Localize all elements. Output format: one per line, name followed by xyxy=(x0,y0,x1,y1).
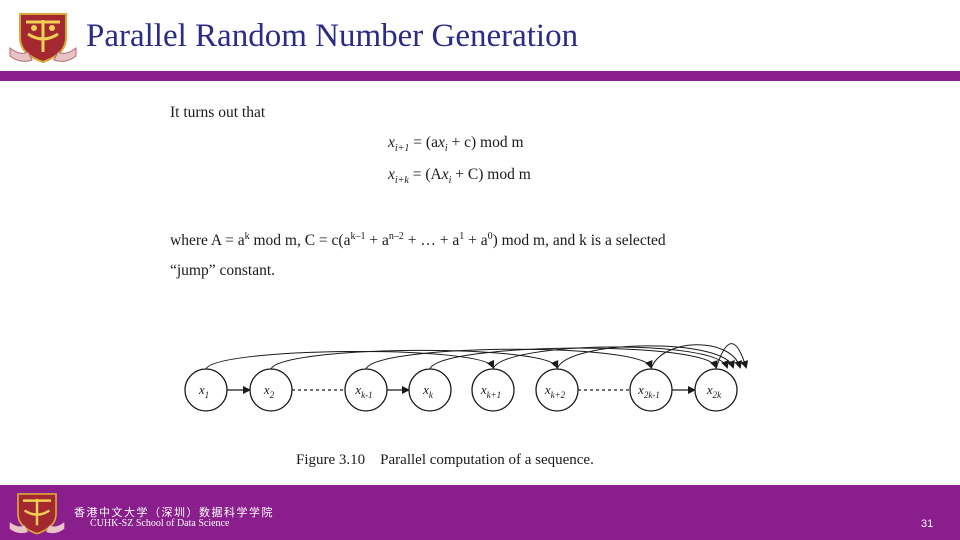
sequence-node-label: xk-1 xyxy=(354,382,372,400)
eq2-lhs-sub: i+k xyxy=(394,175,409,187)
jump-arc xyxy=(556,345,735,370)
sequence-node-label: x1 xyxy=(198,382,209,400)
sequence-node-circle xyxy=(408,368,452,412)
sequence-node-circle xyxy=(344,368,388,412)
eq2-lhs: x xyxy=(388,166,395,183)
eq1-lhs: x xyxy=(388,134,395,151)
university-crest-logo xyxy=(9,13,77,64)
eq1-lhs-sub: i+1 xyxy=(394,143,410,155)
eq2-rest: + C) mod m xyxy=(451,166,531,183)
sequence-node-label: x2k-1 xyxy=(637,382,660,400)
sequence-node-label: xk+2 xyxy=(544,382,566,400)
sequence-node-circle xyxy=(694,368,738,412)
sequence-node-label: xk+1 xyxy=(480,382,501,400)
intro-text: It turns out that xyxy=(170,104,266,121)
where-0-exp: 0 xyxy=(487,231,493,242)
page-number: 31 xyxy=(921,518,934,530)
sequence-node-label: x2 xyxy=(263,382,275,400)
where-f: ) mod m, and k is a selected xyxy=(492,232,666,250)
where-1-exp: 1 xyxy=(459,231,465,242)
school-name-english: CUHK-SZ School of Data Science xyxy=(90,518,230,529)
title-divider-bar xyxy=(0,71,960,81)
footer-crest-logo xyxy=(9,493,65,535)
figure-caption-text: Parallel computation of a sequence. xyxy=(380,452,594,468)
jump-arc xyxy=(270,349,559,370)
where-k-exp: k xyxy=(244,231,250,242)
eq2-op: = (A xyxy=(408,166,442,183)
where-e: + a xyxy=(464,232,488,250)
sequence-node-circle xyxy=(249,368,293,412)
where-c: + a xyxy=(365,232,389,250)
slide-title: Parallel Random Number Generation xyxy=(86,18,579,54)
equation-1: xi+1 = (axi + c) mod m xyxy=(388,134,524,154)
school-name-chinese: 香港中文大学（深圳）数据科学学院 xyxy=(74,506,274,519)
where-k1-exp: k–1 xyxy=(350,231,366,242)
sequence-node-circle xyxy=(184,368,228,412)
sequence-node-circle xyxy=(471,368,515,412)
figure-caption: Figure 3.10 Parallel computation of a se… xyxy=(296,452,594,469)
sequence-nodes: x1 x2 xk-1 xk xk+1 xk+2 x2k-1 x2k xyxy=(184,368,738,412)
jump-arc xyxy=(205,351,495,370)
jump-arc xyxy=(715,343,749,370)
jump-arc xyxy=(365,348,653,370)
eq1-op: = (a xyxy=(409,134,438,151)
equation-2: xi+k = (Axi + C) mod m xyxy=(388,166,531,186)
eq1-x-sub: i xyxy=(444,143,448,155)
where-definition-line-2: “jump” constant. xyxy=(170,262,276,279)
parallel-sequence-diagram: x1 x2 xk-1 xk xk+1 xk+2 x2k-1 x2k xyxy=(184,343,749,412)
eq2-x: x xyxy=(441,166,449,183)
sequence-node-circle xyxy=(535,368,579,412)
where-a: where A = a xyxy=(170,232,245,250)
slide-content: It turns out that xi+1 = (axi + c) mod m… xyxy=(0,81,960,485)
jump-arcs xyxy=(205,343,749,370)
figure-label: Figure 3.10 xyxy=(296,452,366,468)
eq1-x: x xyxy=(437,134,445,151)
footer-bar: 香港中文大学（深圳）数据科学学院 CUHK-SZ School of Data … xyxy=(0,485,960,540)
jump-arc xyxy=(650,344,742,370)
eq2-x-sub: i xyxy=(448,175,452,187)
jump-arc xyxy=(492,346,729,370)
where-d: + … + a xyxy=(403,232,460,250)
sequence-node-label: x2k xyxy=(706,382,722,400)
where-b: mod m, C = c(a xyxy=(249,232,351,250)
eq1-rest: + c) mod m xyxy=(447,134,524,151)
sequence-node-label: xk xyxy=(422,382,434,400)
where-n2-exp: n–2 xyxy=(388,231,404,242)
where-definition-line: where A = ak mod m, C = c(ak–1 + an–2 + … xyxy=(170,231,666,250)
sequence-node-circle xyxy=(629,368,673,412)
